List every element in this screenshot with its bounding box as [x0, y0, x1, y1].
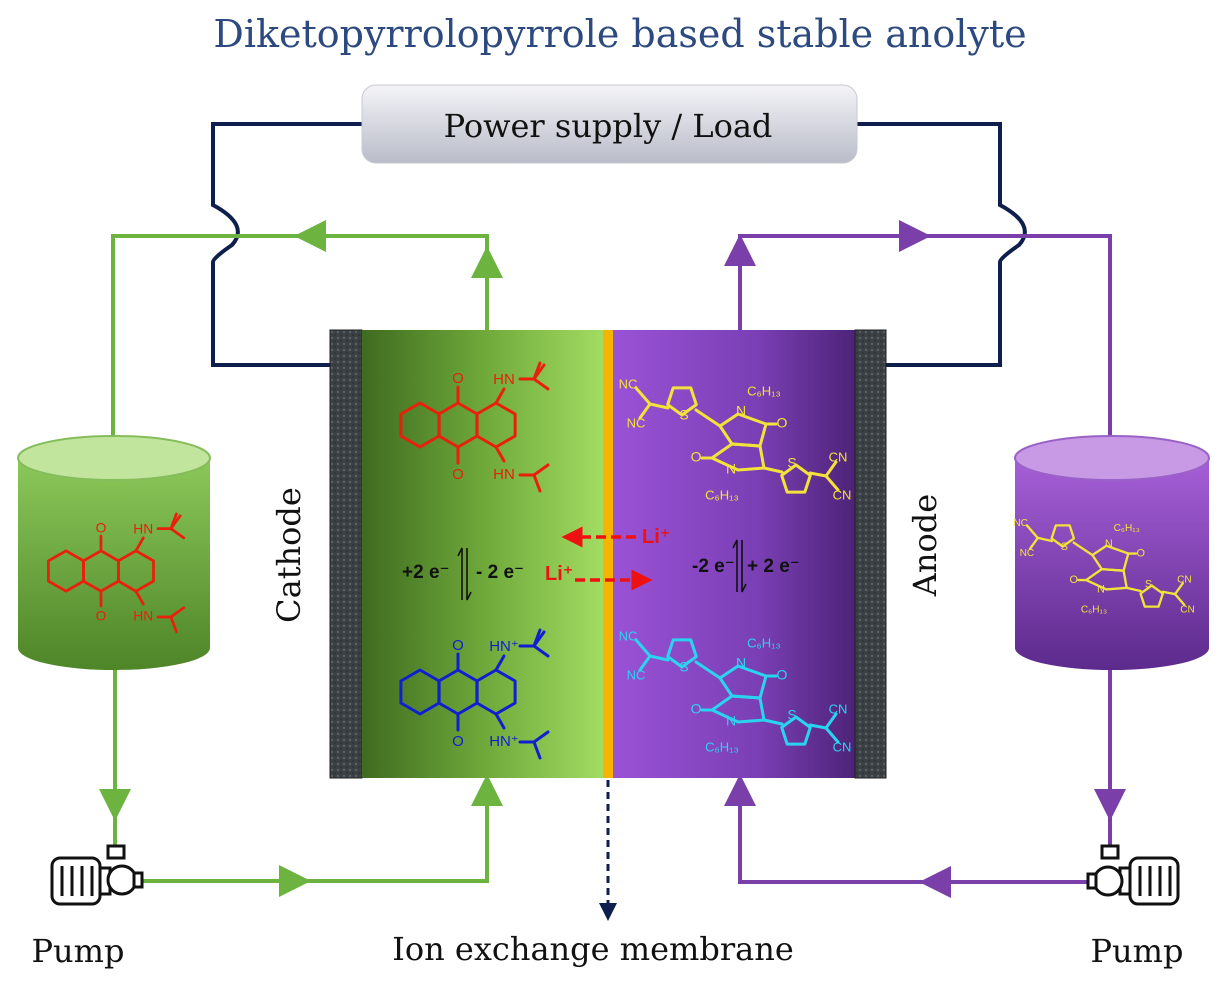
sulfur-label: S — [679, 659, 688, 675]
nitrogen-label: N — [1105, 538, 1113, 550]
cathode-gain-electrons: +2 e⁻ — [402, 562, 450, 583]
cyano-label: CN — [1177, 575, 1192, 586]
hexyl-label: C₆H₁₃ — [747, 635, 781, 650]
hexyl-label: C₆H₁₃ — [705, 739, 739, 754]
carbonyl-o-label: O — [1069, 574, 1077, 586]
wire-right — [857, 122, 1027, 367]
pyrrolone-ring — [718, 664, 768, 700]
nitrogen-label: N — [726, 713, 736, 729]
catholyte-chamber — [362, 330, 603, 778]
pyrrolone-ring — [1084, 567, 1128, 591]
carbonyl-o-label: O — [777, 415, 788, 431]
carbonyl-o-label: O — [1137, 547, 1145, 559]
flow-cell — [329, 329, 887, 779]
carbonyl-o-label: O — [691, 449, 702, 465]
carbonyl-o-label: O — [96, 609, 107, 624]
cyano-label: CN — [833, 487, 852, 502]
nitrogen-label: N — [736, 403, 746, 419]
membrane-label: Ion exchange membrane — [392, 930, 794, 968]
li-ion-label-bottom: Li⁺ — [545, 563, 573, 585]
thiophene-ring — [780, 715, 812, 746]
amine-label: HN⁺ — [489, 733, 519, 750]
pump-right-icon — [1086, 844, 1180, 906]
pyrrolone-ring — [710, 442, 766, 472]
carbonyl-o-label: O — [452, 733, 464, 750]
carbonyl-o-label: O — [691, 701, 702, 717]
carbonyl-o-label: O — [777, 667, 788, 683]
cyano-label: CN — [833, 739, 852, 754]
cathode-electrode — [329, 329, 363, 779]
amine-label: HN — [493, 371, 515, 388]
power-supply-box: Power supply / Load — [361, 84, 858, 164]
equilibrium-arrow-anode — [732, 539, 747, 593]
cathode-label: Cathode — [270, 487, 308, 623]
catholyte-tank — [17, 435, 211, 670]
pyrrolone-ring — [710, 694, 766, 724]
diagram-title: Diketopyrrolopyrrole based stable anolyt… — [213, 12, 1026, 56]
oxidized-anthraquinone-tank: O O HN HN — [47, 512, 186, 634]
pump-left-label: Pump — [32, 932, 125, 970]
amine-label: HN⁺ — [489, 638, 519, 655]
carbonyl-o-label: O — [452, 370, 464, 387]
pyrrolone-ring — [718, 412, 768, 448]
cyano-label: CN — [829, 449, 848, 464]
nitrogen-label: N — [726, 461, 736, 477]
cyano-label: NC — [619, 628, 638, 643]
oxidized-anthraquinone-cell: O O HN HN — [399, 361, 550, 493]
carbonyl-o-label: O — [96, 520, 107, 535]
sulfur-label: S — [1145, 579, 1152, 591]
thiophene-ring — [1139, 584, 1165, 608]
cyano-label: NC — [1013, 518, 1028, 529]
equilibrium-arrow-cathode — [457, 547, 472, 601]
power-supply-label: Power supply / Load — [444, 107, 773, 145]
hexyl-label: C₆H₁₃ — [1081, 604, 1107, 615]
cyano-label: NC — [1020, 548, 1035, 559]
anode-label: Anode — [906, 494, 944, 597]
wire-left — [211, 122, 362, 367]
thiophene-ring — [666, 638, 698, 669]
cathode-lose-electrons: - 2 e⁻ — [476, 562, 524, 583]
hexyl-label: C₆H₁₃ — [747, 383, 781, 398]
pump-right-label: Pump — [1091, 932, 1184, 970]
nitrogen-label: N — [736, 655, 746, 671]
ion-exchange-membrane — [603, 330, 613, 778]
nitrogen-label: N — [1097, 583, 1105, 595]
amine-label: HN — [493, 466, 515, 483]
anode-gain-electrons: + 2 e⁻ — [747, 556, 800, 577]
amine-label: HN — [133, 609, 153, 624]
thiophene-ring — [780, 463, 812, 494]
thiophene-ring — [1050, 524, 1076, 548]
anolyte-tank — [1014, 435, 1210, 670]
catholyte-loop — [97, 220, 503, 897]
carbonyl-o-label: O — [452, 466, 464, 483]
reduced-anthraquinone-cell: O O HN⁺ HN⁺ — [399, 628, 550, 760]
amine-label: HN — [133, 521, 153, 536]
redox-equations: +2 e⁻ - 2 e⁻ -2 e⁻ + 2 e⁻ — [402, 556, 800, 583]
hexyl-label: C₆H₁₃ — [1114, 523, 1140, 534]
sulfur-label: S — [1061, 541, 1068, 553]
sulfur-label: S — [787, 707, 796, 723]
anode-lose-electrons: -2 e⁻ — [692, 556, 735, 577]
anolyte-chamber — [613, 330, 855, 778]
thiophene-ring — [666, 386, 698, 417]
carbonyl-o-label: O — [452, 637, 464, 654]
pump-left-icon — [50, 844, 144, 906]
cyano-label: NC — [627, 667, 646, 682]
cyano-label: CN — [1180, 604, 1195, 615]
cyano-label: CN — [829, 701, 848, 716]
cyano-label: NC — [619, 376, 638, 391]
pyrrolone-ring — [1091, 544, 1130, 572]
sulfur-label: S — [679, 407, 688, 423]
sulfur-label: S — [787, 455, 796, 471]
hexyl-label: C₆H₁₃ — [705, 487, 739, 502]
anode-electrode — [854, 329, 887, 779]
cyano-label: NC — [627, 415, 646, 430]
li-ion-label-top: Li⁺ — [642, 526, 670, 548]
